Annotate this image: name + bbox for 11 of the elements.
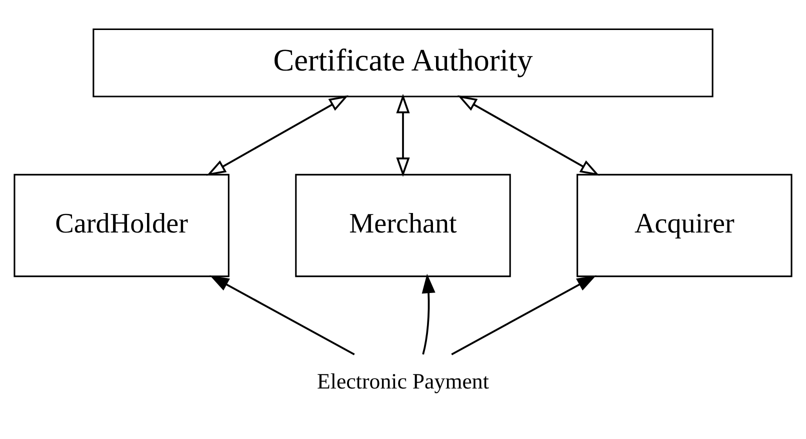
- node-box: Certificate Authority: [92, 28, 714, 97]
- arrow: [451, 274, 596, 355]
- node-box: Acquirer: [576, 173, 792, 277]
- node-text: Electronic Payment: [317, 368, 489, 393]
- arrow: [396, 93, 410, 176]
- arrow: [210, 274, 355, 355]
- arrow: [458, 94, 600, 176]
- arrow: [206, 94, 348, 176]
- node-box: CardHolder: [14, 173, 230, 277]
- node-box: Merchant: [295, 173, 511, 277]
- arrow: [422, 273, 436, 354]
